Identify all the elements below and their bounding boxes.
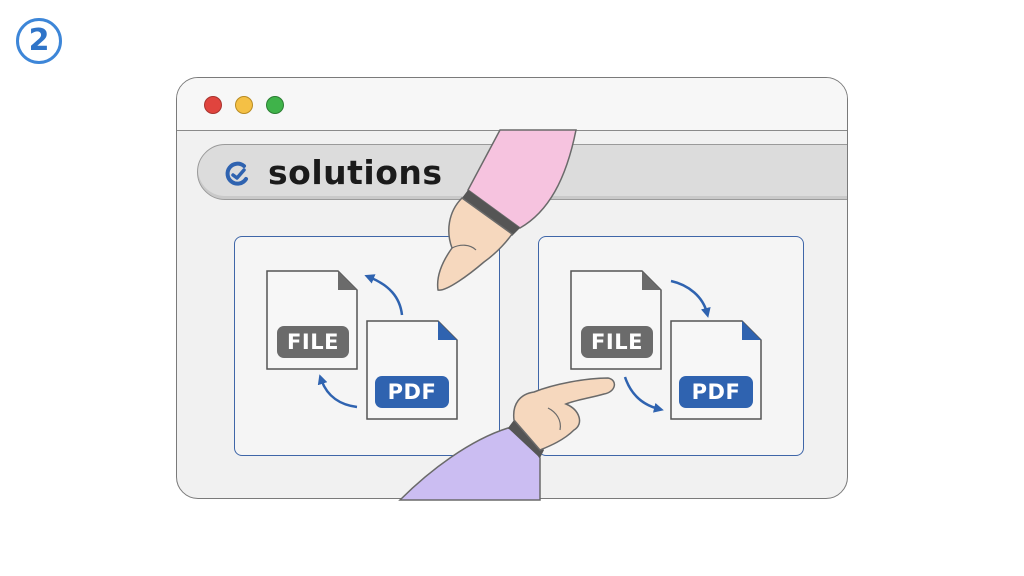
step-number-badge: 2 — [16, 18, 62, 64]
file-document-icon: FILE — [266, 270, 358, 370]
close-window-button[interactable] — [204, 96, 222, 114]
minimize-window-button[interactable] — [235, 96, 253, 114]
solutions-logo-icon — [225, 161, 248, 186]
bottom-pointing-hand-icon — [398, 377, 616, 501]
file-label: FILE — [277, 326, 349, 358]
maximize-window-button[interactable] — [266, 96, 284, 114]
conversion-panel-right: FILE PDF — [538, 236, 804, 456]
top-pointing-hand-icon — [436, 129, 577, 291]
pdf-document-icon: PDF — [670, 320, 762, 420]
pdf-label: PDF — [375, 376, 449, 408]
file-label: FILE — [581, 326, 653, 358]
convert-arrows-right — [623, 279, 711, 413]
pdf-label: PDF — [679, 376, 753, 408]
pdf-document-icon: PDF — [366, 320, 458, 420]
file-document-icon: FILE — [570, 270, 662, 370]
browser-titlebar — [177, 78, 847, 131]
convert-arrows-left — [317, 274, 404, 409]
site-logo-text: solutions — [268, 153, 443, 192]
